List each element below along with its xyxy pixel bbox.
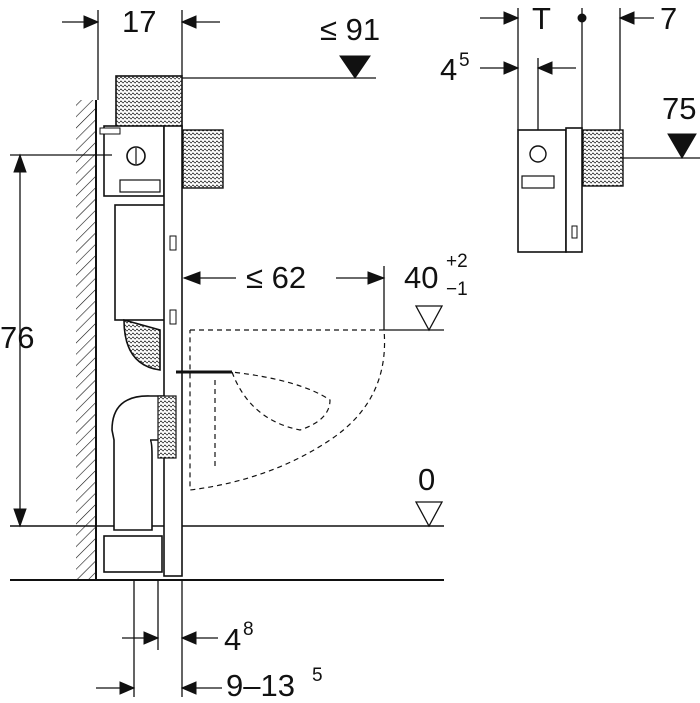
dim-bottom bbox=[96, 580, 222, 697]
pipe-offset-label: 4 bbox=[224, 622, 242, 657]
pipe-offset-superscript: 8 bbox=[243, 619, 254, 640]
wall-gap-superscript: 5 bbox=[312, 665, 323, 686]
offset-45-label: 4 bbox=[440, 52, 458, 87]
install-height-label: 76 bbox=[0, 320, 35, 355]
seat-height-label: 40 bbox=[404, 260, 439, 295]
detail-dimensions bbox=[480, 11, 700, 159]
dim-install-height bbox=[10, 153, 112, 528]
dim-frame-depth bbox=[62, 10, 220, 100]
offset-45-superscript: 5 bbox=[459, 50, 470, 71]
floor-level-marker bbox=[414, 501, 444, 528]
seat-height-lower-tolerance: −1 bbox=[446, 279, 468, 300]
dim-max-projection bbox=[182, 266, 386, 330]
dim-max-height bbox=[182, 55, 376, 79]
floor-lines bbox=[10, 525, 444, 581]
drain-pipe bbox=[103, 318, 232, 573]
seat-height-upper-tolerance: +2 bbox=[446, 251, 468, 272]
frame-depth-label: 17 bbox=[122, 4, 157, 39]
wc-bowl-outline bbox=[189, 329, 386, 491]
detail-frame bbox=[517, 8, 624, 253]
height-75-label: 75 bbox=[662, 91, 697, 126]
offset-7-label: 7 bbox=[660, 1, 678, 36]
seat-level-marker bbox=[384, 305, 444, 332]
cistern-frame bbox=[99, 75, 224, 577]
max-height-label: ≤ 91 bbox=[320, 12, 381, 47]
max-projection-label: ≤ 62 bbox=[246, 260, 307, 295]
wall bbox=[76, 100, 97, 580]
offset-t-label: T bbox=[532, 1, 551, 36]
wall-gap-label: 9–13 bbox=[226, 668, 295, 703]
floor-level-label: 0 bbox=[418, 462, 436, 497]
